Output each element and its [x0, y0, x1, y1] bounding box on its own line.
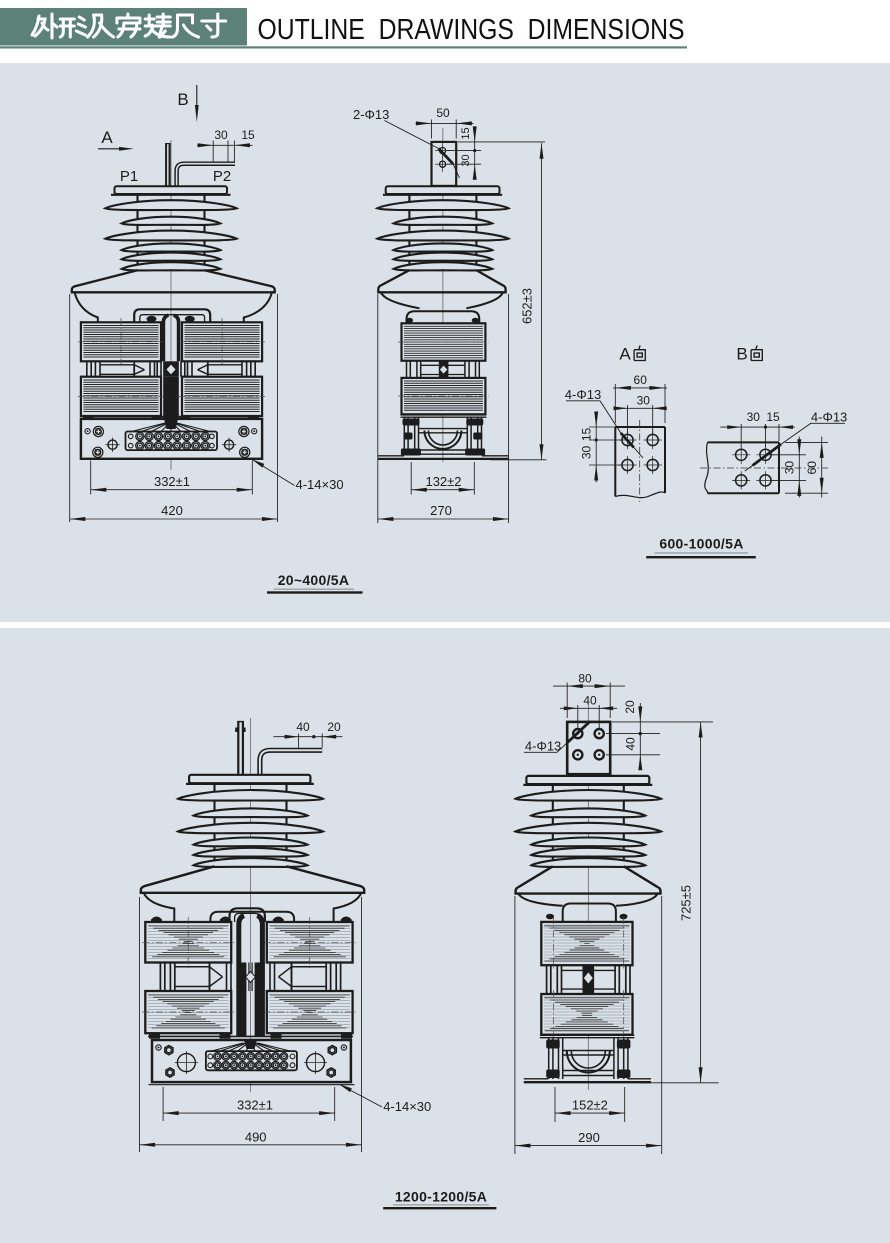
svg-text:50: 50	[436, 106, 450, 120]
svg-text:4-Φ13: 4-Φ13	[811, 410, 847, 425]
svg-text:2-Φ13: 2-Φ13	[353, 107, 389, 122]
svg-text:30: 30	[580, 446, 594, 460]
svg-text:15: 15	[241, 128, 255, 142]
svg-text:152±2: 152±2	[572, 1098, 608, 1113]
svg-text:20: 20	[623, 700, 637, 714]
svg-text:30: 30	[460, 154, 472, 166]
svg-text:40: 40	[296, 720, 310, 734]
svg-text:40: 40	[624, 737, 638, 751]
svg-text:15: 15	[580, 428, 594, 442]
svg-text:490: 490	[245, 1129, 267, 1144]
svg-text:4-Φ13: 4-Φ13	[565, 387, 601, 402]
svg-text:132±2: 132±2	[425, 474, 461, 489]
svg-text:20~400/5A: 20~400/5A	[278, 572, 350, 588]
svg-text:15: 15	[460, 127, 472, 139]
svg-text:A: A	[101, 128, 113, 147]
svg-text:332±1: 332±1	[154, 474, 190, 489]
svg-text:652±3: 652±3	[520, 288, 535, 324]
svg-text:4-14×30: 4-14×30	[383, 1099, 431, 1114]
svg-text:270: 270	[430, 503, 452, 518]
svg-text:290: 290	[578, 1130, 600, 1145]
svg-text:15: 15	[766, 410, 780, 424]
svg-text:P2: P2	[213, 168, 231, 185]
svg-text:40: 40	[583, 693, 597, 707]
svg-text:B: B	[177, 90, 188, 109]
svg-text:A: A	[619, 345, 631, 364]
svg-text:4-14×30: 4-14×30	[296, 477, 344, 492]
svg-text:30: 30	[783, 461, 797, 475]
svg-text:60: 60	[805, 461, 819, 475]
svg-text:332±1: 332±1	[237, 1098, 273, 1113]
svg-text:420: 420	[161, 503, 183, 518]
svg-text:4-Φ13: 4-Φ13	[525, 739, 561, 754]
svg-text:60: 60	[634, 373, 648, 387]
svg-text:OUTLINE DRAWINGS DIMENSIONS: OUTLINE DRAWINGS DIMENSIONS	[258, 14, 685, 46]
svg-text:1200-1200/5A: 1200-1200/5A	[395, 1189, 487, 1205]
svg-text:P1: P1	[120, 168, 138, 185]
svg-text:B: B	[736, 345, 747, 364]
svg-text:725±5: 725±5	[679, 885, 694, 921]
svg-text:30: 30	[637, 394, 651, 408]
svg-text:600-1000/5A: 600-1000/5A	[659, 536, 743, 552]
svg-text:20: 20	[327, 720, 341, 734]
svg-text:30: 30	[214, 128, 228, 142]
svg-text:30: 30	[747, 410, 761, 424]
svg-text:80: 80	[578, 671, 592, 685]
